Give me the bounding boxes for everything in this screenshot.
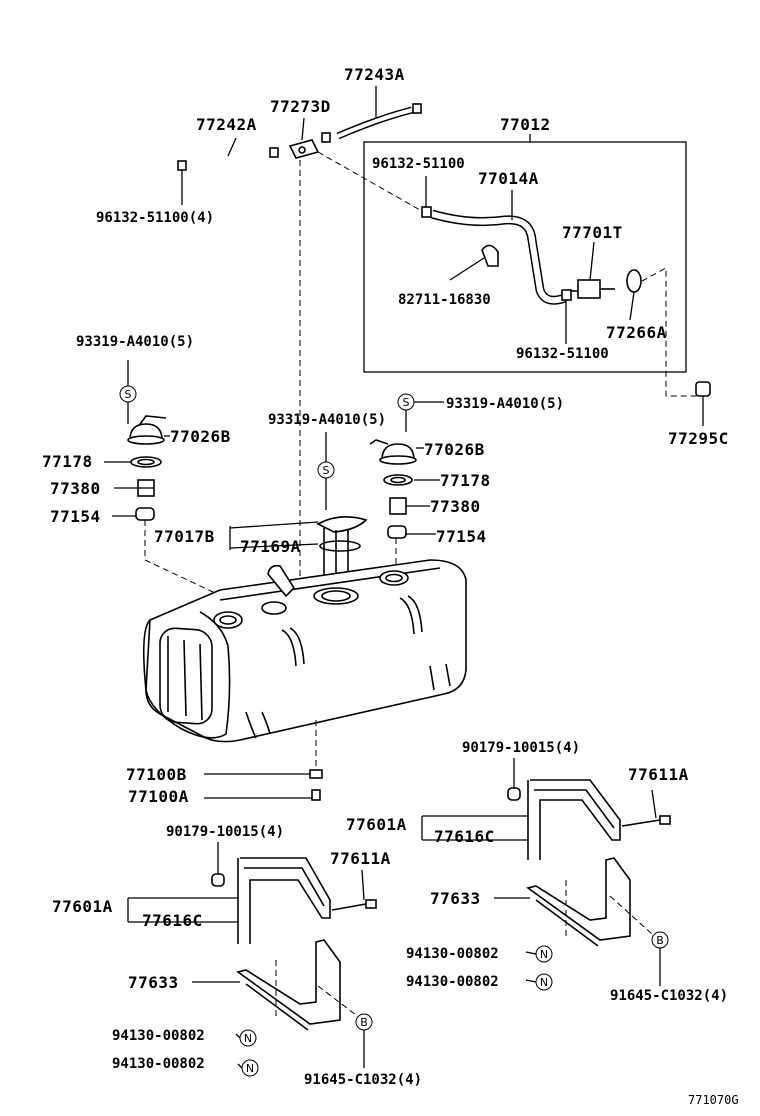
label-96132-51100-4: 96132-51100(4)	[96, 210, 214, 226]
svg-text:N: N	[246, 1062, 254, 1075]
label-77017B: 77017B	[154, 527, 215, 546]
label-94130-00802-l1: 94130-00802	[112, 1028, 205, 1044]
label-77154-left: 77154	[50, 507, 101, 526]
label-77633-left: 77633	[128, 973, 179, 992]
label-77611A-left: 77611A	[330, 849, 391, 868]
label-77243A: 77243A	[344, 65, 405, 84]
label-77701T: 77701T	[562, 223, 623, 242]
screw-symbol-mid: S	[317, 461, 335, 479]
label-96132-51100-top: 96132-51100	[372, 156, 465, 172]
label-77169A: 77169A	[240, 537, 301, 556]
label-90179-10015-left: 90179-10015(4)	[166, 824, 284, 840]
label-77633-right: 77633	[430, 889, 481, 908]
right-strap-assembly: N N B	[421, 758, 671, 991]
fuel-tank	[142, 559, 467, 776]
svg-text:B: B	[360, 1016, 368, 1029]
cap-77295C	[695, 381, 711, 426]
label-94130-00802-r1: 94130-00802	[406, 946, 499, 962]
label-90179-10015-right: 90179-10015(4)	[462, 740, 580, 756]
label-77014A: 77014A	[478, 169, 539, 188]
pump-and-sender: S S	[229, 393, 444, 592]
label-77178-right: 77178	[440, 471, 491, 490]
label-94130-00802-l2: 94130-00802	[112, 1056, 205, 1072]
label-77295C: 77295C	[668, 429, 729, 448]
label-77380-right: 77380	[430, 497, 481, 516]
screw-symbol-right: S	[397, 393, 415, 411]
label-82711-16830: 82711-16830	[398, 292, 491, 308]
nut-symbol-r2: N	[535, 973, 553, 991]
part-labels: 77243A 77273D 77242A 77012 96132-51100 7…	[42, 65, 739, 1107]
drain-plug	[204, 769, 323, 801]
label-77100B: 77100B	[126, 765, 187, 784]
label-77242A: 77242A	[196, 115, 257, 134]
label-93319-A4010-mid: 93319-A4010(5)	[268, 412, 386, 428]
svg-text:N: N	[244, 1032, 252, 1045]
evap-hose-box	[363, 134, 700, 397]
label-77178-left: 77178	[42, 452, 93, 471]
left-strap-assembly: N N B	[127, 842, 377, 1077]
label-77601A-right: 77601A	[346, 815, 407, 834]
svg-text:S: S	[125, 388, 132, 401]
vent-hose-assembly	[177, 86, 422, 620]
nut-symbol-l2: N	[241, 1059, 259, 1077]
diagram-id: 771070G	[688, 1093, 739, 1107]
label-93319-A4010-right: 93319-A4010(5)	[446, 396, 564, 412]
svg-text:B: B	[656, 934, 664, 947]
label-77380-left: 77380	[50, 479, 101, 498]
left-sender-stack: S	[104, 360, 231, 601]
bolt-symbol-right: B	[651, 931, 669, 949]
label-96132-51100-bot: 96132-51100	[516, 346, 609, 362]
label-91645-C1032-right: 91645-C1032(4)	[610, 988, 728, 1004]
svg-text:S: S	[323, 464, 330, 477]
label-77026B-left: 77026B	[170, 427, 231, 446]
label-77616C-left: 77616C	[142, 911, 203, 930]
label-77154-right: 77154	[436, 527, 487, 546]
label-91645-C1032-left: 91645-C1032(4)	[304, 1072, 422, 1088]
label-77012: 77012	[500, 115, 551, 134]
label-77026B-right: 77026B	[424, 440, 485, 459]
label-77601A-left: 77601A	[52, 897, 113, 916]
label-77100A: 77100A	[128, 787, 189, 806]
svg-text:N: N	[540, 948, 548, 961]
label-77616C-right: 77616C	[434, 827, 495, 846]
screw-symbol-left: S	[119, 385, 137, 403]
label-93319-A4010-left: 93319-A4010(5)	[76, 334, 194, 350]
label-94130-00802-r2: 94130-00802	[406, 974, 499, 990]
label-77266A: 77266A	[606, 323, 667, 342]
nut-symbol-r1: N	[535, 945, 553, 963]
bolt-symbol-left: B	[355, 1013, 373, 1031]
svg-text:S: S	[403, 396, 410, 409]
label-77611A-right: 77611A	[628, 765, 689, 784]
label-77273D: 77273D	[270, 97, 331, 116]
nut-symbol-l1: N	[239, 1029, 257, 1047]
svg-text:N: N	[540, 976, 548, 989]
